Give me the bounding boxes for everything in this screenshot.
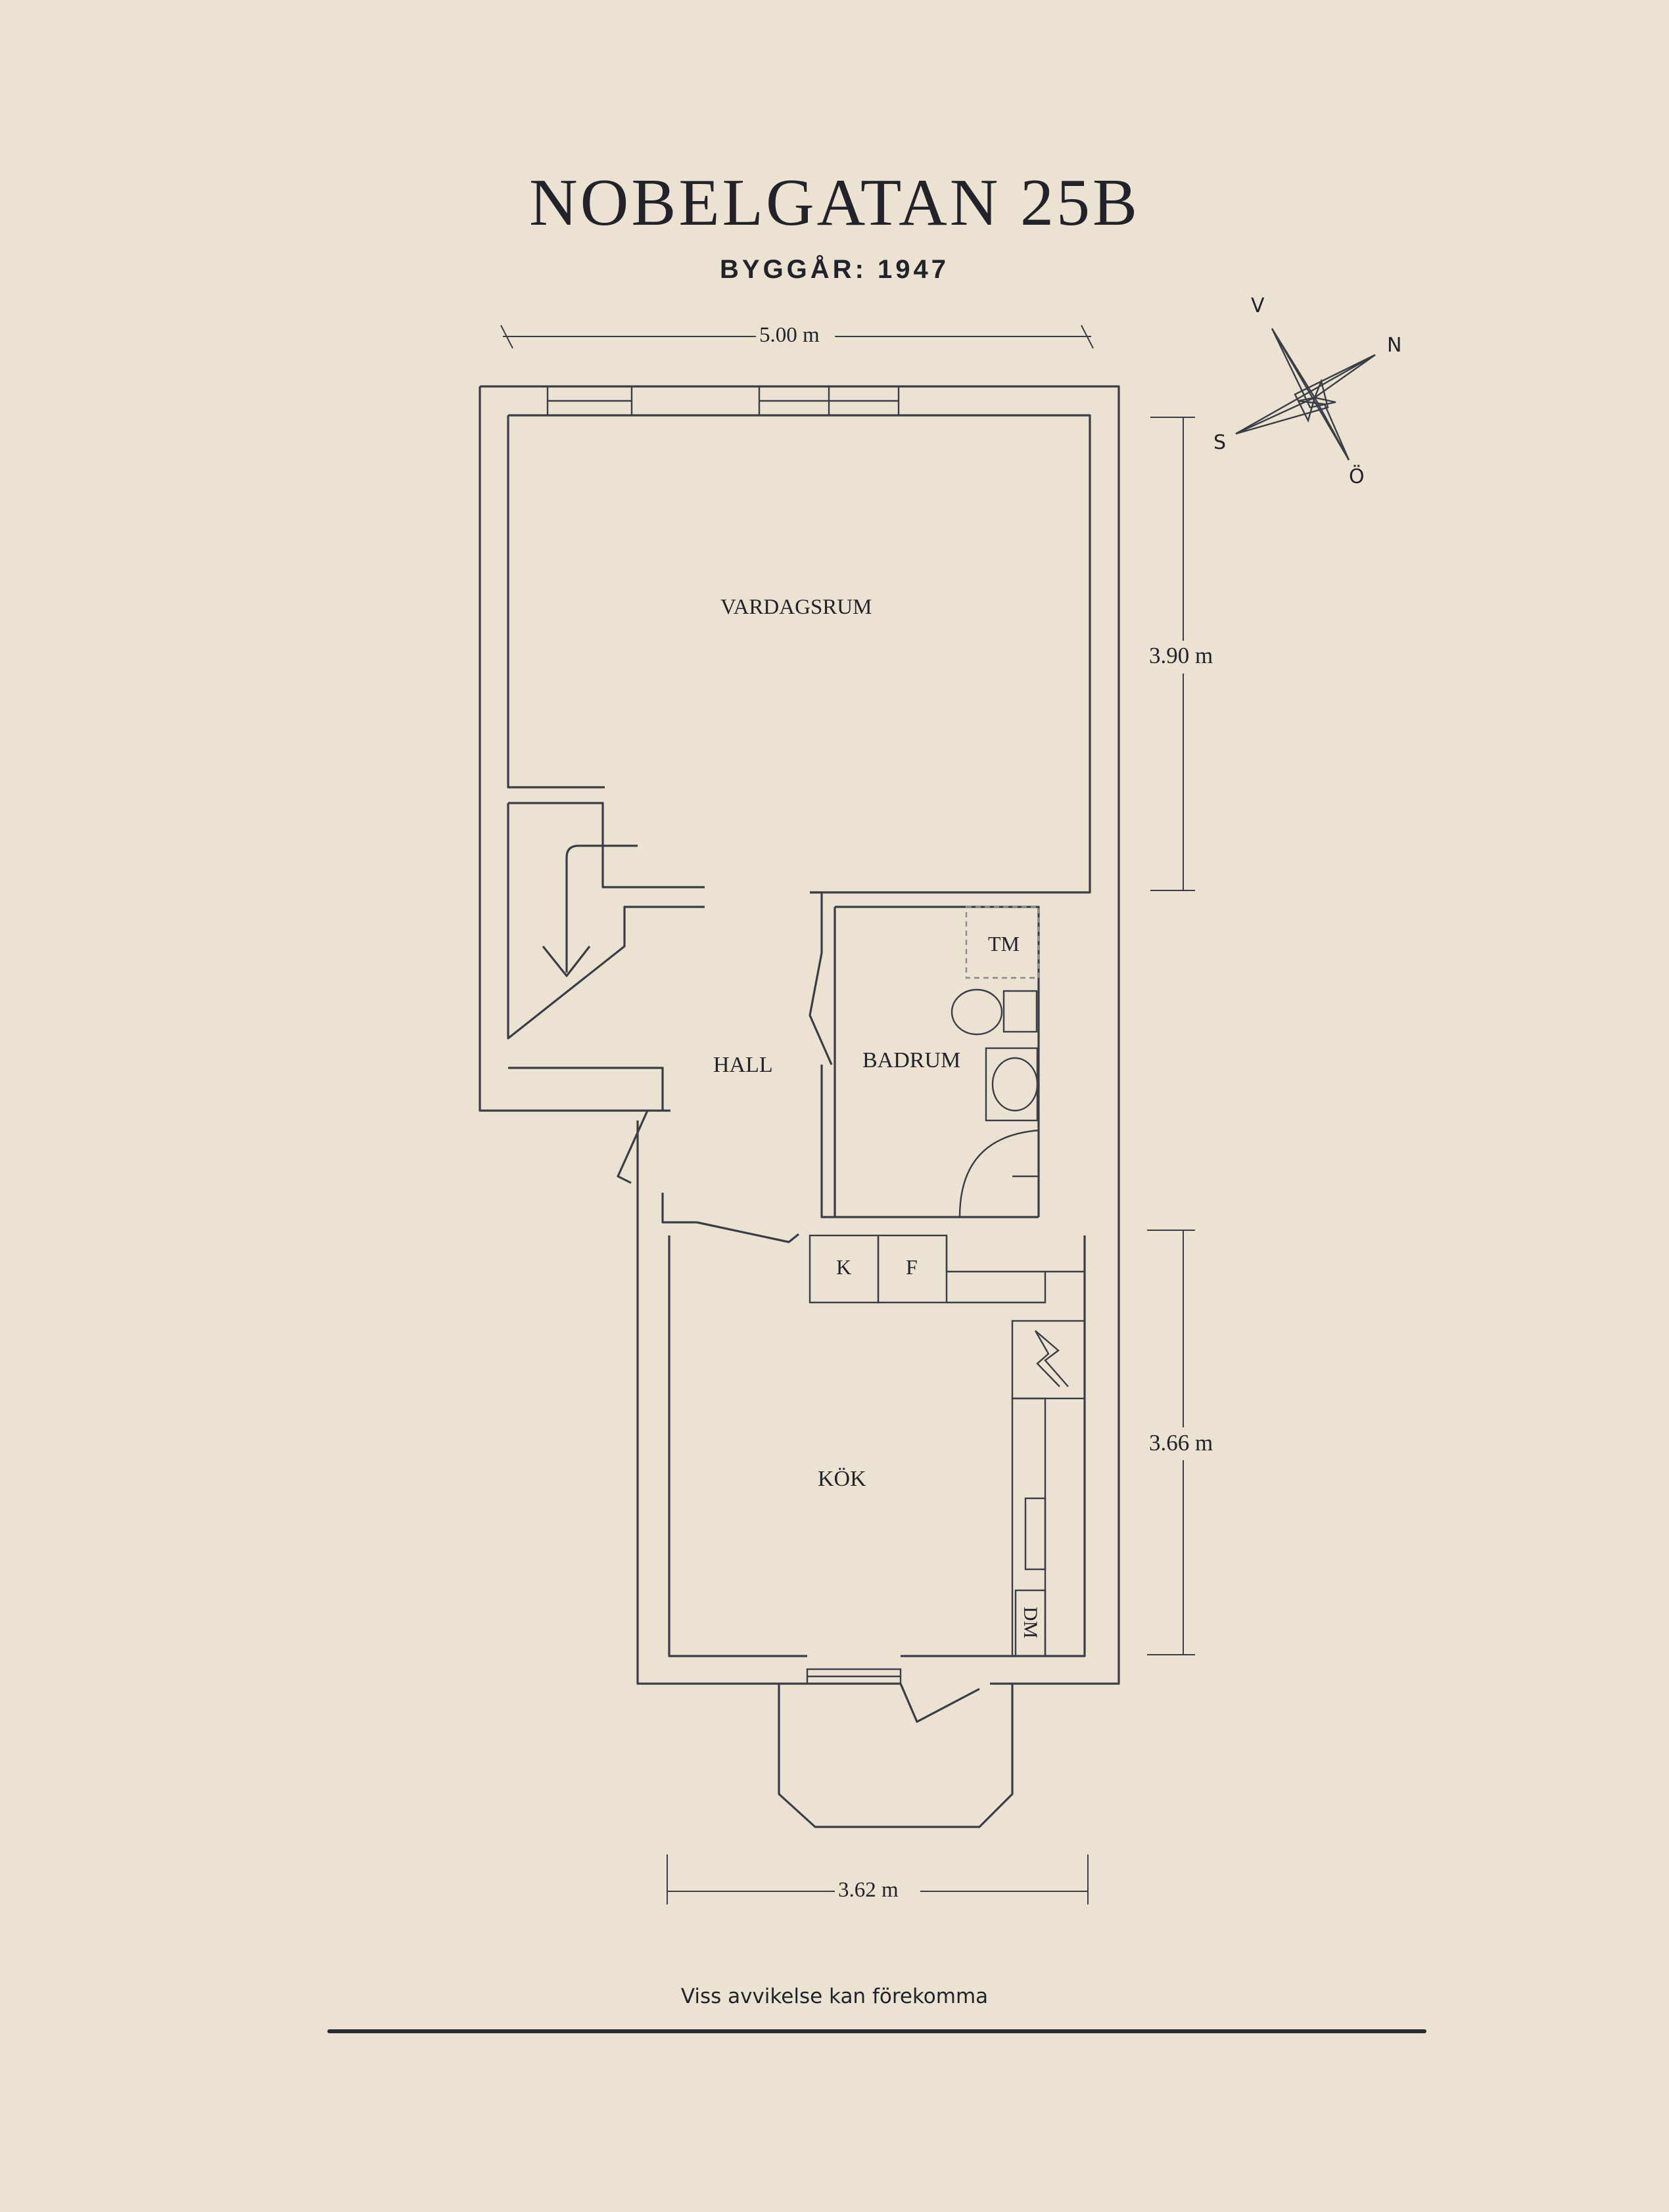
dimension-top: [500, 323, 1094, 350]
room-label-hall: HALL: [713, 1053, 773, 1077]
entrance-door: [617, 1110, 799, 1243]
room-label-kok: KÖK: [818, 1467, 866, 1491]
page-title: NOBELGATAN 25B: [529, 166, 1140, 240]
dimension-right-upper: [1144, 417, 1223, 891]
fixture-label-k: K: [836, 1255, 852, 1279]
compass-label-north: N: [1387, 334, 1402, 357]
disclaimer-note: Viss avvikelse kan förekomma: [680, 1985, 989, 2008]
compass-icon: [1235, 328, 1376, 461]
living-room-windows: [546, 385, 900, 417]
bathroom-fixtures: [951, 906, 1040, 1218]
compass-label-south: S: [1213, 431, 1227, 454]
kitchen-bay: [778, 1668, 1014, 1828]
fixture-label-dm: DM: [1020, 1606, 1042, 1639]
kitchen-fixtures: [809, 1234, 1086, 1657]
room-label-vardagsrum: VARDAGSRUM: [720, 595, 872, 619]
build-year: BYGGÅR: 1947: [720, 255, 949, 284]
footer-divider: [327, 2029, 1426, 2033]
dimension-label-kitchen: 3.66 m: [1149, 1430, 1213, 1456]
compass-label-east: Ö: [1349, 465, 1365, 488]
dimension-right-lower: [1144, 1230, 1223, 1655]
dimension-label-living: 3.90 m: [1149, 643, 1213, 668]
dimension-label-top: 5.00 m: [759, 323, 820, 347]
fixture-label-tm: TM: [988, 932, 1020, 956]
dimension-label-bottom: 3.62 m: [838, 1878, 899, 1902]
stairs: [507, 802, 705, 1040]
outer-walls: [479, 385, 1120, 1685]
room-label-badrum: BADRUM: [862, 1048, 961, 1072]
fixture-label-f: F: [906, 1255, 918, 1279]
compass-label-west: V: [1251, 294, 1265, 317]
bathroom-walls: [809, 891, 1040, 1218]
dimension-bottom: [667, 1855, 1089, 1904]
